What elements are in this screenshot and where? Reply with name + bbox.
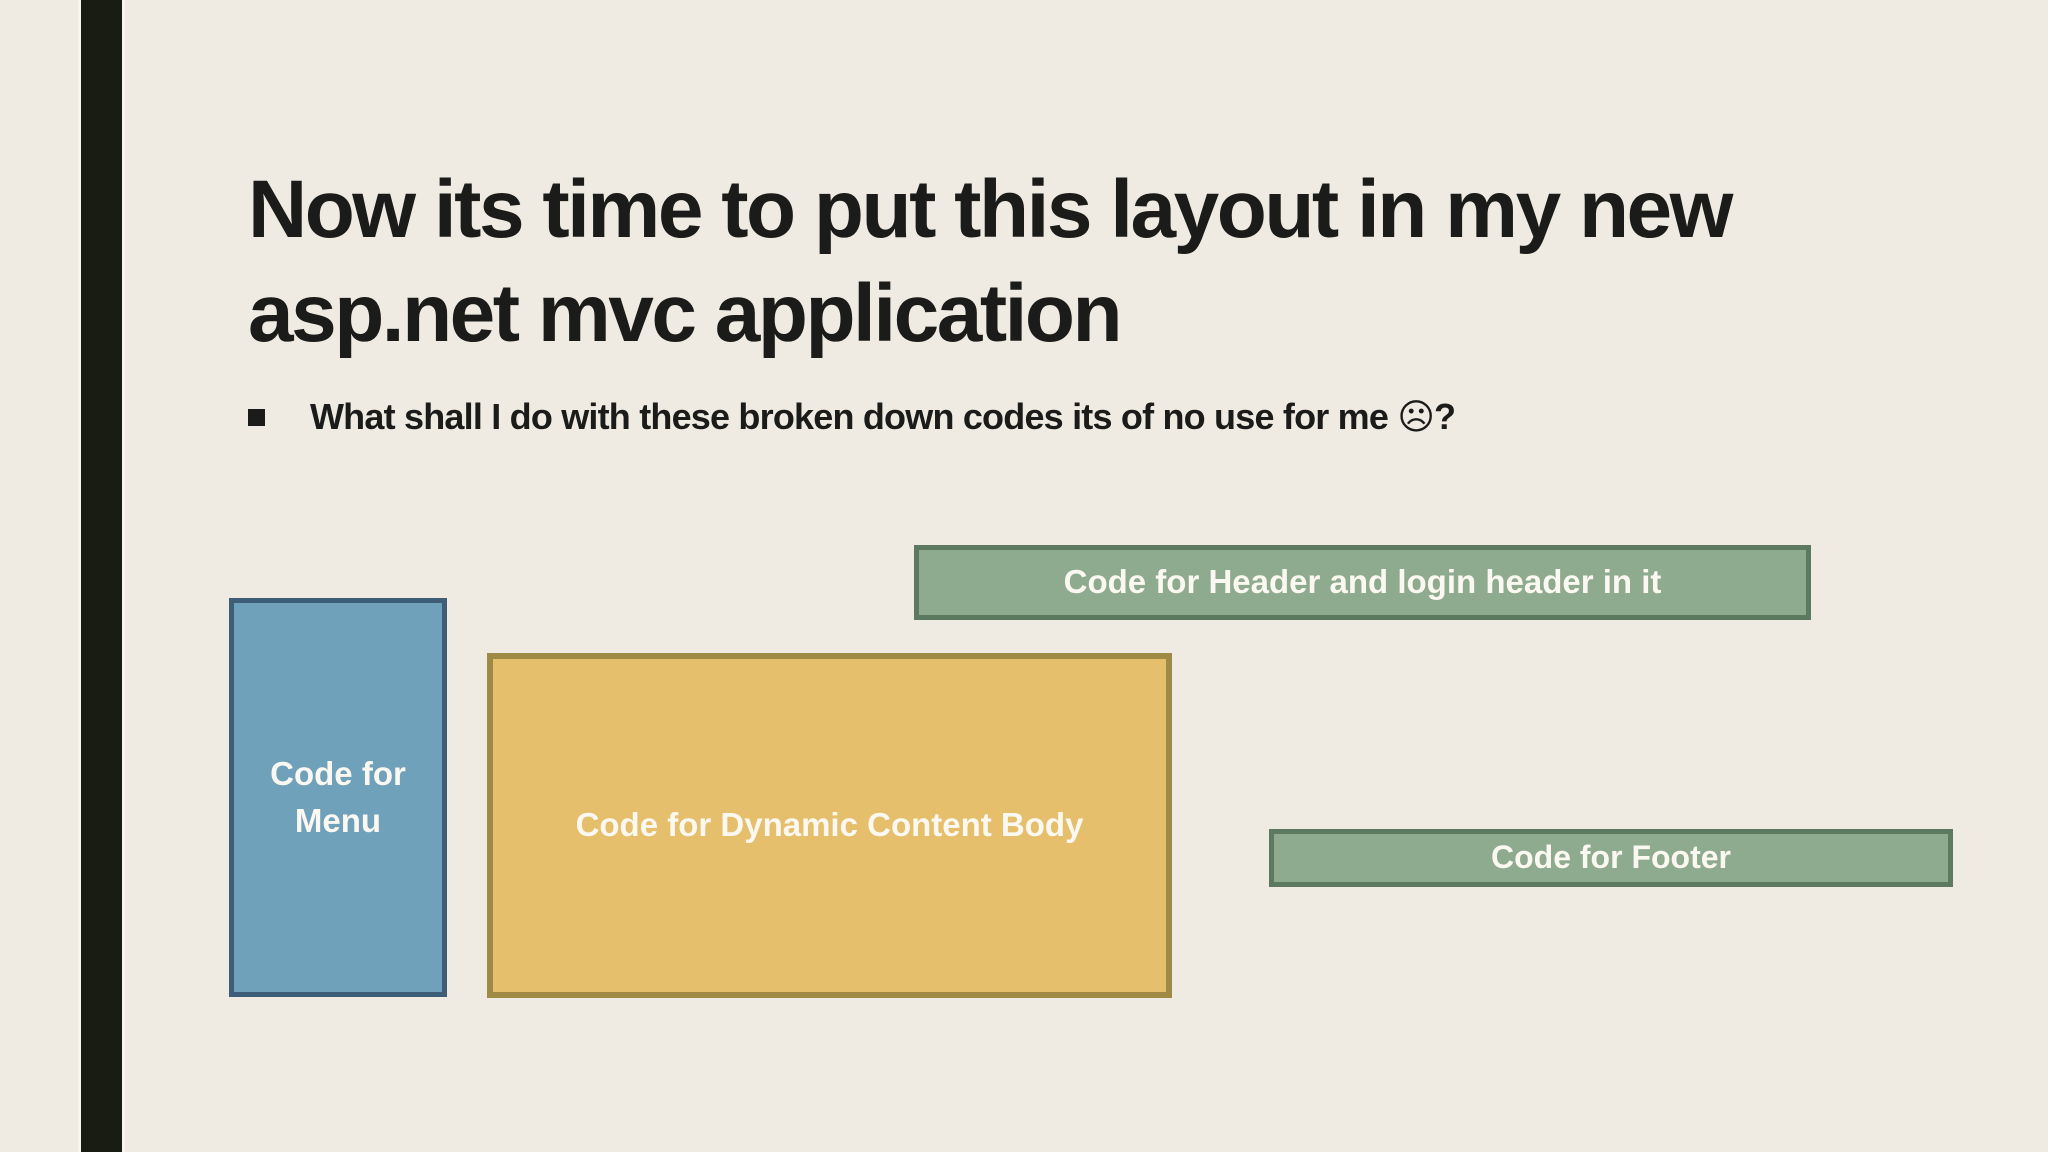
- footer-code-box: Code for Footer: [1269, 829, 1953, 887]
- dynamic-content-body-code-box: Code for Dynamic Content Body: [487, 653, 1172, 998]
- header-code-box: Code for Header and login header in it: [914, 545, 1811, 620]
- bullet-item: What shall I do with these broken down c…: [248, 396, 1456, 438]
- slide-title: Now its time to put this layout in my ne…: [248, 163, 1733, 360]
- header-code-box-label: Code for Header and login header in it: [1063, 563, 1662, 601]
- square-bullet-icon: [248, 408, 265, 426]
- left-accent-bar: [78, 0, 125, 1152]
- bullet-text: What shall I do with these broken down c…: [310, 396, 1456, 437]
- dynamic-content-body-code-box-label: Code for Dynamic Content Body: [575, 806, 1084, 844]
- menu-code-box: Code for Menu: [229, 598, 447, 997]
- footer-code-box-label: Code for Footer: [1491, 839, 1731, 876]
- menu-code-box-label: Code for Menu: [270, 754, 406, 839]
